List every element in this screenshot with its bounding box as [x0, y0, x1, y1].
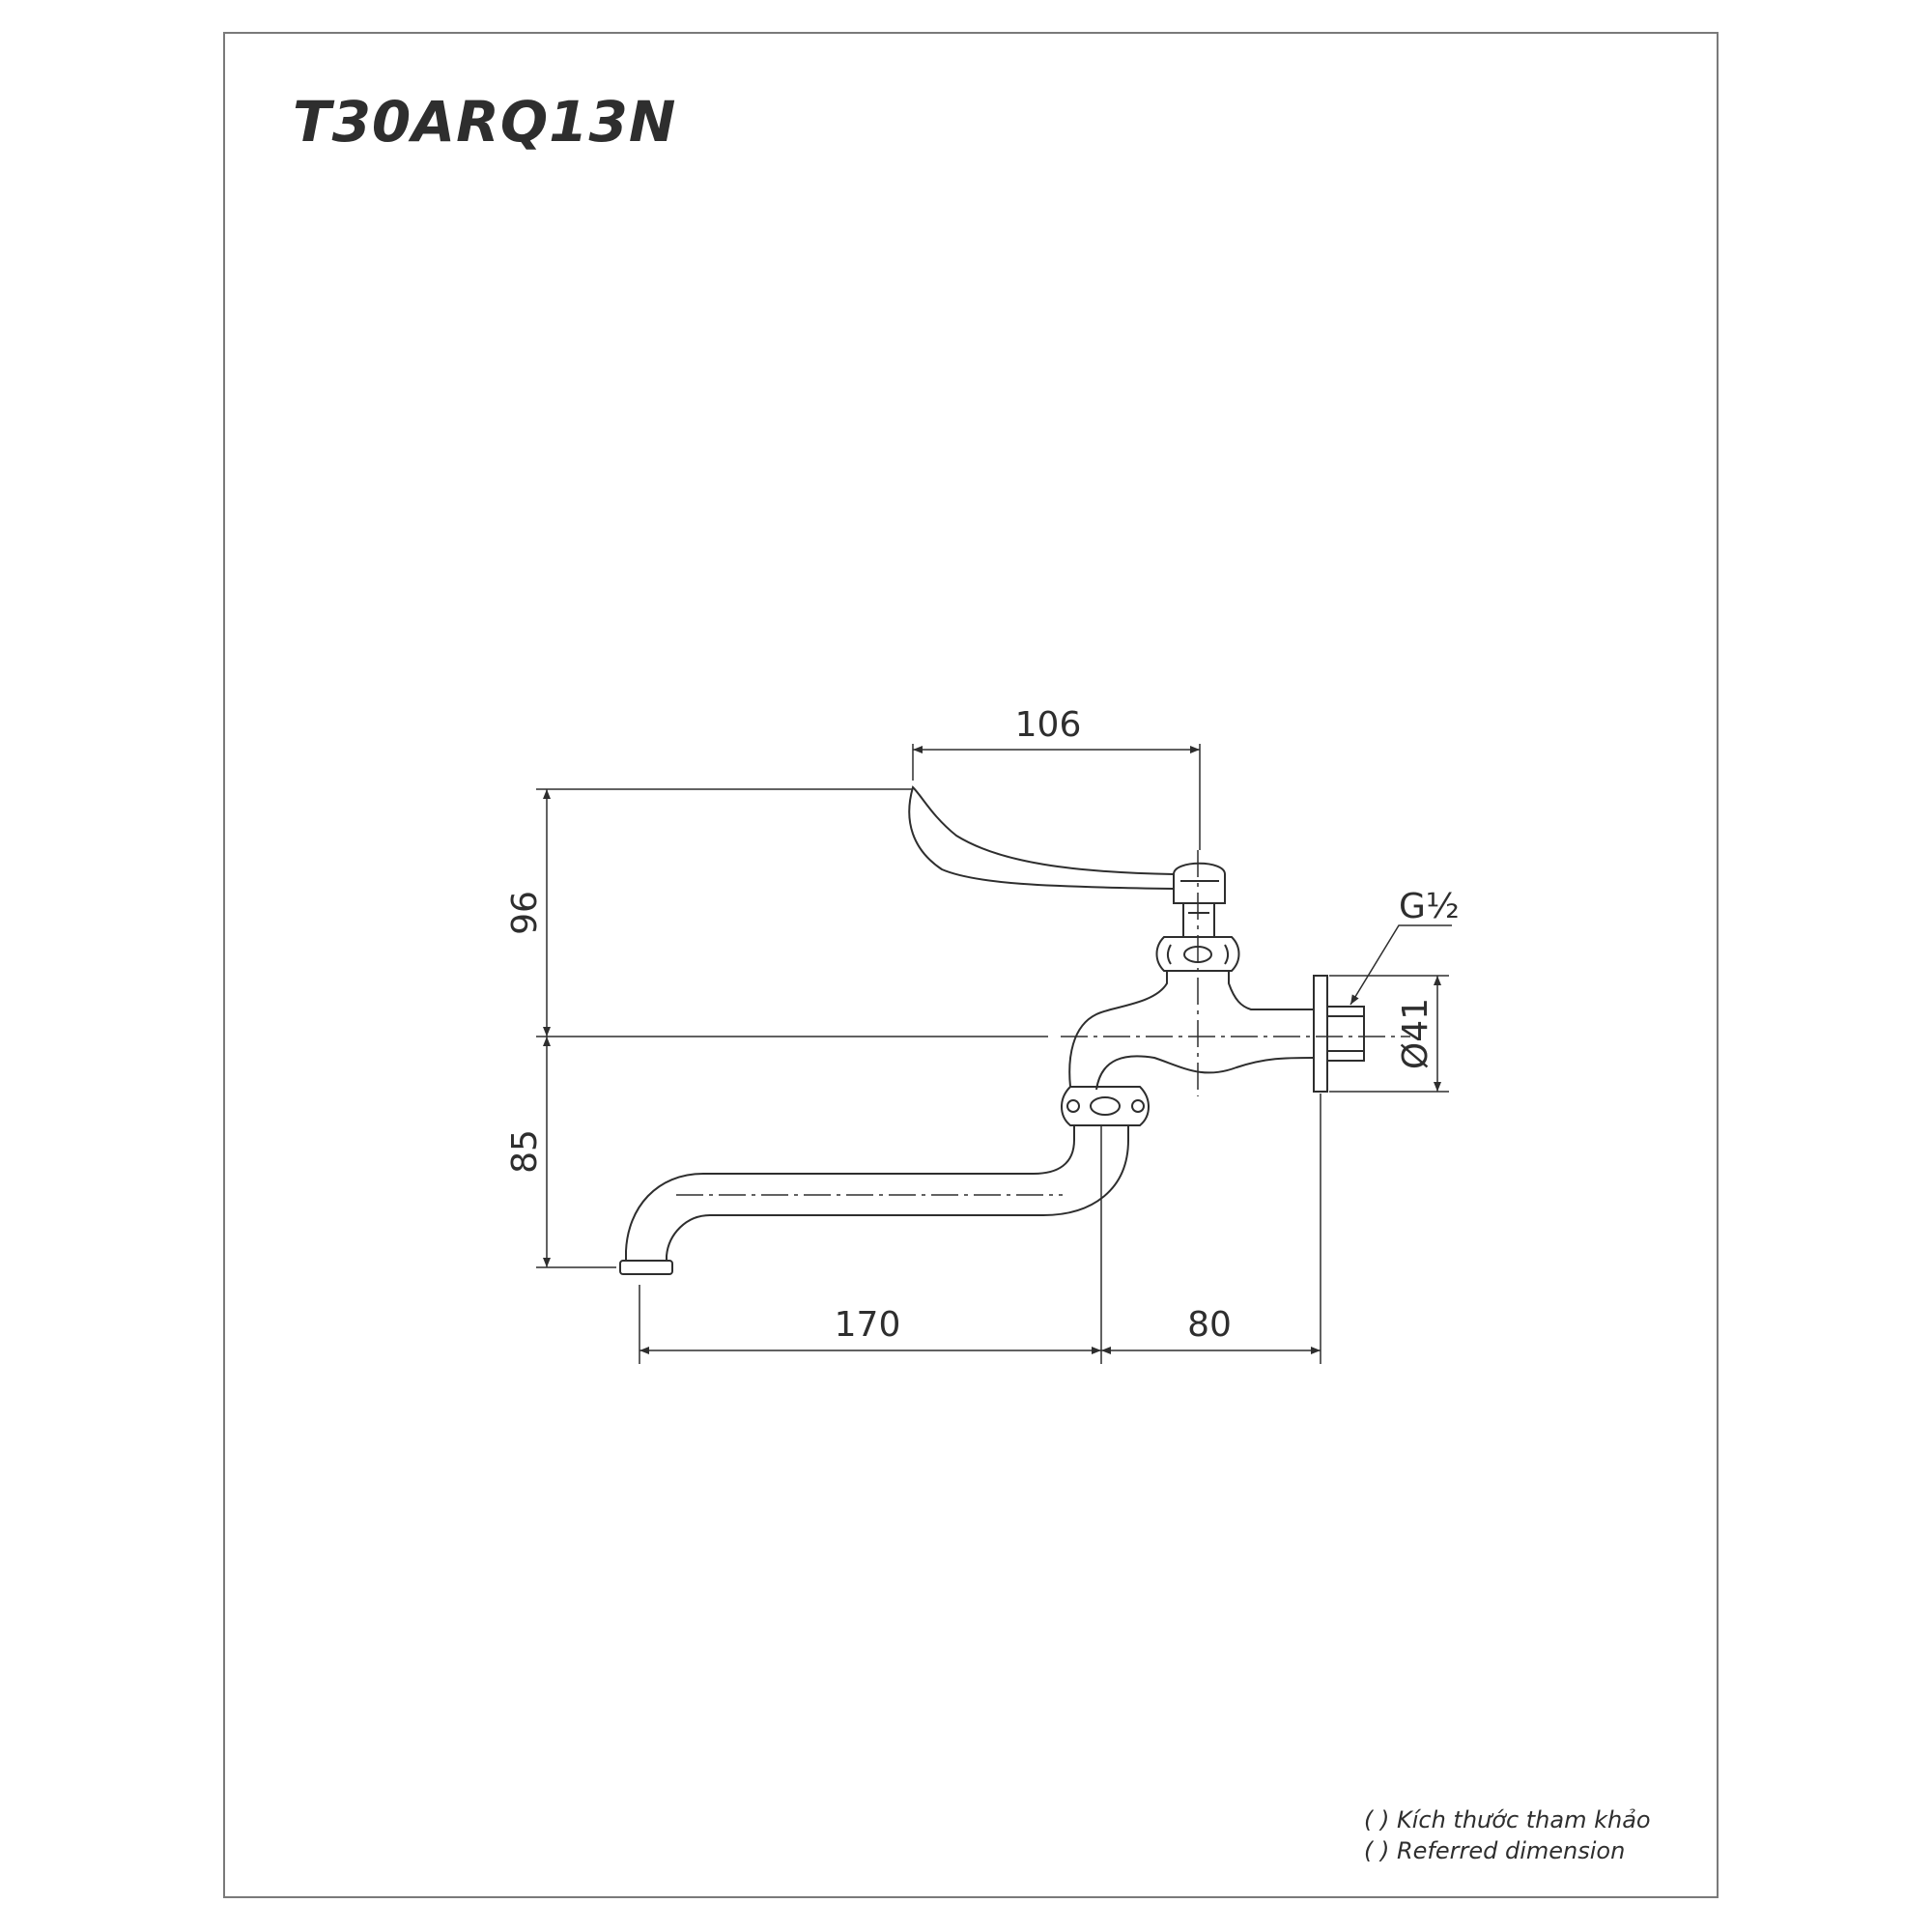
wall-flange: [1313, 975, 1328, 1093]
lever-handle: [908, 785, 1175, 891]
aerator-tip: [619, 1260, 673, 1275]
drawing-frame: [223, 32, 1719, 1898]
dim-label-96: 96: [505, 891, 545, 935]
bonnet-nut: [1155, 936, 1240, 972]
dim-label-85: 85: [505, 1129, 545, 1174]
handle-cap: [1173, 862, 1226, 904]
thread-label: G½: [1399, 887, 1460, 926]
model-title: T30ARQ13N: [293, 89, 677, 155]
thread-connector: [1326, 1006, 1365, 1062]
dim-label-106: 106: [1015, 705, 1082, 745]
swivel-nut: [1061, 1086, 1150, 1126]
note-english: ( ) Referred dimension: [1364, 1837, 1626, 1864]
dim-label-41: Ø41: [1396, 998, 1435, 1069]
note-vietnamese: ( ) Kích thước tham khảo: [1364, 1806, 1651, 1833]
dim-label-170: 170: [835, 1305, 901, 1345]
faucet-body: [1068, 971, 1168, 1088]
valve-stem: [1182, 902, 1215, 938]
spout-tube: [625, 1125, 1075, 1261]
thread-leader: [1350, 924, 1452, 1006]
dim-label-80: 80: [1187, 1305, 1232, 1345]
